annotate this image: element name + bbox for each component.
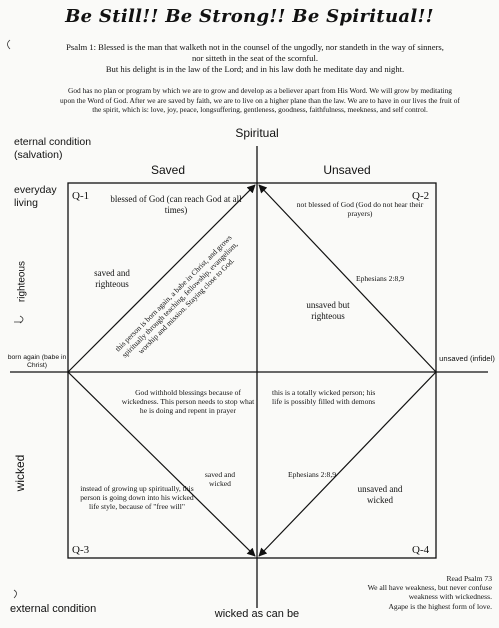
q1-side-label: saved and righteous [94, 268, 130, 289]
q4-heading: this is a totally wicked person; his lif… [272, 388, 376, 407]
psalm-quote: Psalm 1: Blessed is the man that walketh… [20, 42, 490, 75]
footer-note: Read Psalm 73 We all have weakness, but … [300, 574, 492, 611]
pencil-mark-top [7, 39, 11, 50]
born-again-label: born again (babe in Christ) [7, 354, 67, 369]
footer-line-1: We all have weakness, but never confuse [367, 583, 492, 593]
axis-top-label: Spiritual [235, 126, 279, 140]
q2-heading: not blessed of God (God do not hear thei… [296, 200, 424, 219]
outer-box [67, 182, 437, 559]
footer-line-3: Agape is the highest form of love. [388, 601, 492, 611]
q3-note: instead of growing up spiritually, this … [80, 484, 194, 512]
psalm-line-3: But his delight is in the law of the Lor… [105, 64, 405, 74]
external-condition-label: external condition [10, 603, 97, 615]
q4-label: Q-4 [412, 544, 430, 556]
arrow-born-again-to-wicked [67, 371, 256, 557]
q2-reference: Ephesians 2:8,9 [355, 274, 405, 283]
q4-reference: Ephesians 2:8,9 [287, 470, 337, 479]
arrow-born-again-to-spiritual [67, 184, 256, 373]
eternal-condition-label: eternal condition (salvation) [14, 136, 92, 161]
q4-side-label: unsaved and wicked [357, 484, 403, 505]
q1-label: Q-1 [72, 190, 90, 202]
psalm-line-2: nor sitteth in the seat of the scornful. [191, 53, 318, 63]
page-title: Be Still!! Be Strong!! Be Spiritual!! [65, 6, 434, 27]
q3-heading: God withhold blessings because of wicked… [121, 388, 255, 416]
unsaved-infidel-label: unsaved (infidel) [439, 354, 495, 363]
pencil-mark-mid [14, 315, 24, 324]
wicked-label: wicked [13, 454, 27, 492]
q2-label: Q-2 [412, 190, 430, 202]
q2-side-label: unsaved but righteous [306, 300, 350, 321]
column-saved: Saved [150, 163, 186, 177]
column-unsaved: Unsaved [323, 163, 371, 177]
q3-label: Q-3 [72, 544, 90, 556]
footer-read-reference: Read Psalm 73 [446, 574, 492, 583]
arrow-infidel-to-wicked [258, 371, 437, 557]
psalm-line-1: Psalm 1: Blessed is the man that walketh… [66, 42, 444, 52]
arrow-infidel-to-spiritual [258, 184, 437, 373]
q3-side-label: saved and wicked [204, 470, 236, 489]
q1-heading: blessed of God (can reach God at all tim… [110, 194, 242, 215]
intro-paragraph: God has no plan or program by which we a… [60, 86, 460, 115]
footer-line-2: weakness with wickedness. [408, 592, 492, 602]
pencil-mark-bottom [13, 589, 17, 599]
everyday-living-label: everyday living [14, 184, 57, 209]
righteous-label: righteous [16, 260, 28, 303]
axis-bottom-label: wicked as can be [214, 608, 300, 620]
